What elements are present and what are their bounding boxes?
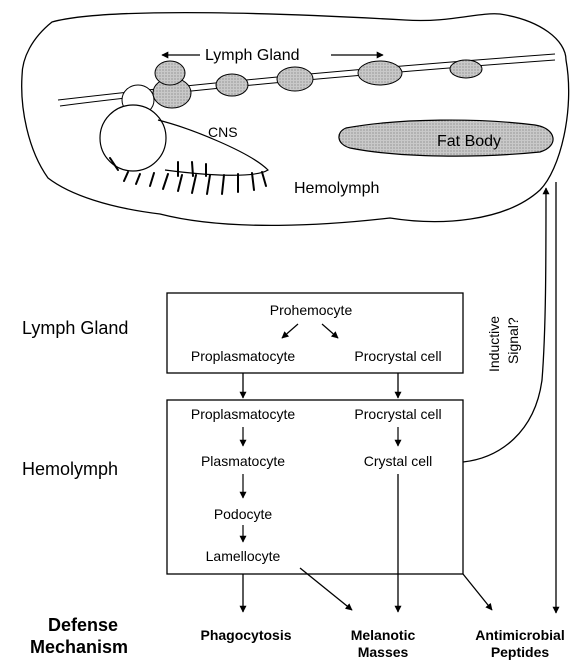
- lymph-procrystal-label: Procrystal cell: [354, 348, 441, 364]
- lymph-gland-lobe: [358, 61, 402, 85]
- larva-lymph-gland-label: Lymph Gland: [205, 47, 300, 64]
- lymph-gland-lobe: [450, 60, 482, 78]
- arrow-prohemocyte-to-proplasmatocyte: [282, 324, 298, 338]
- hemo-proplasmatocyte-label: Proplasmatocyte: [191, 406, 295, 422]
- lymph-gland-box: Prohemocyte Proplasmatocyte Procrystal c…: [167, 293, 463, 373]
- masses-label: Masses: [358, 644, 409, 660]
- melanotic-label: Melanotic: [351, 627, 416, 643]
- cns-label: CNS: [208, 124, 238, 140]
- lymph-gland-lobe: [155, 61, 185, 85]
- peptides-label: Peptides: [491, 644, 550, 660]
- row-label-hemolymph: Hemolymph: [22, 459, 118, 479]
- inductive-signal-label-line2: Signal?: [505, 317, 521, 364]
- lymph-gland-lobe: [216, 74, 248, 96]
- row-label-mechanism: Mechanism: [30, 637, 128, 657]
- arrow-prohemocyte-to-procrystal: [322, 324, 338, 338]
- lymph-gland-lobe: [277, 67, 313, 91]
- fat-body-label: Fat Body: [437, 133, 501, 150]
- plasmatocyte-label: Plasmatocyte: [201, 453, 285, 469]
- crystal-cell-label: Crystal cell: [364, 453, 432, 469]
- larva-hemolymph-label: Hemolymph: [294, 180, 379, 197]
- lymph-proplasmatocyte-label: Proplasmatocyte: [191, 348, 295, 364]
- row-label-defense: Defense: [48, 615, 118, 635]
- larva-illustration: Lymph Gland CNS Fat Body Hemolymph: [22, 13, 569, 226]
- podocyte-label: Podocyte: [214, 506, 273, 522]
- inductive-signal-label-line1: Inductive: [486, 316, 502, 372]
- lamellocyte-label: Lamellocyte: [206, 548, 281, 564]
- antimicrobial-label: Antimicrobial: [475, 627, 564, 643]
- phagocytosis-label: Phagocytosis: [200, 627, 291, 643]
- row-label-lymph-gland: Lymph Gland: [22, 318, 128, 338]
- hemolymph-box: Proplasmatocyte Procrystal cell Plasmato…: [167, 400, 463, 574]
- cns-brain: [100, 105, 166, 171]
- hemo-procrystal-label: Procrystal cell: [354, 406, 441, 422]
- arrow-box-to-antimicrobial: [463, 574, 492, 610]
- prohemocyte-label: Prohemocyte: [270, 302, 353, 318]
